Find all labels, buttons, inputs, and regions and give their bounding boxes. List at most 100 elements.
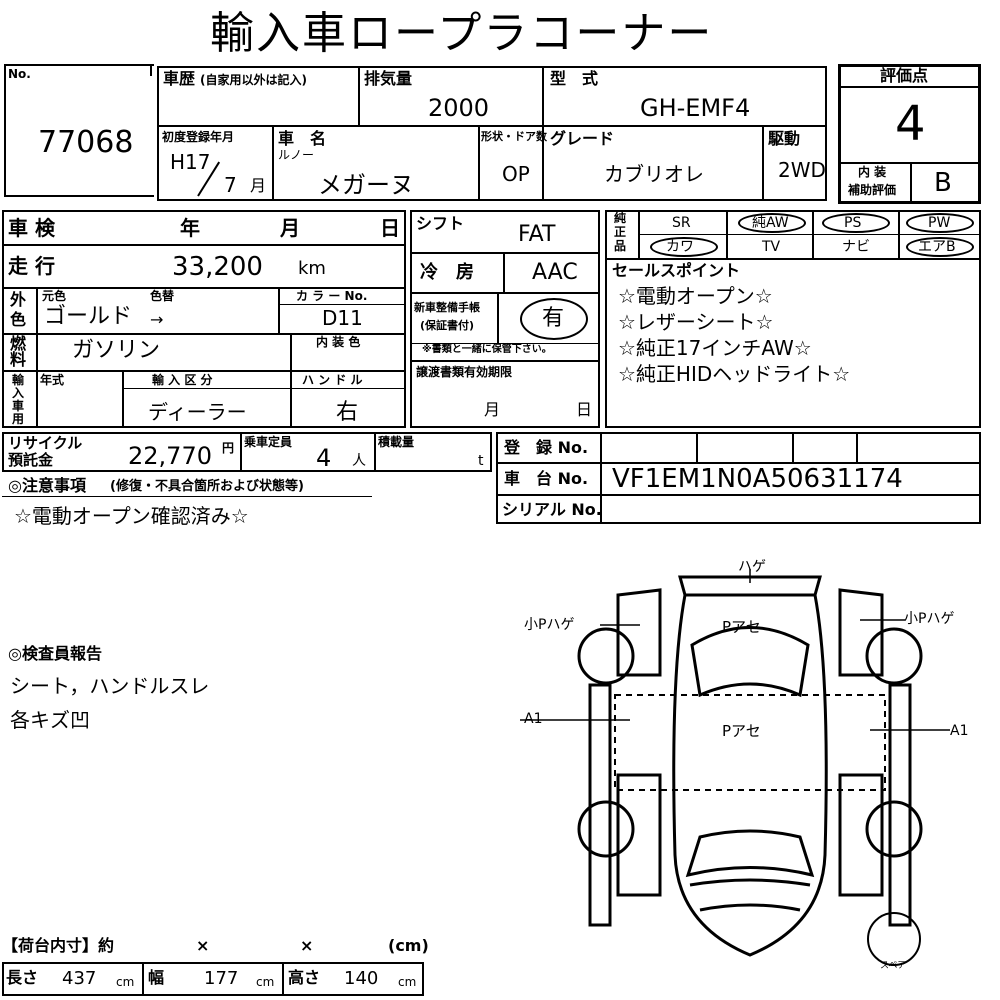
- maintenance-circle: [520, 298, 588, 340]
- sales-point-2: ☆レザーシート☆: [618, 310, 774, 334]
- capacity-unit: 人: [352, 453, 366, 469]
- diagram-hage-top: ハゲ: [738, 559, 766, 575]
- maintenance-label-2: (保証書付): [420, 319, 475, 332]
- history-label: 車歴: [163, 69, 196, 88]
- history-note: (自家用以外は記入): [200, 73, 307, 87]
- number-label: No.: [8, 67, 31, 81]
- transfer-month: 月: [484, 400, 501, 419]
- number-value: 77068: [38, 125, 134, 160]
- equip-ps: PS: [844, 215, 862, 231]
- recycle-unit: 円: [222, 441, 235, 455]
- fuel-label-2: 料: [10, 350, 27, 369]
- first-reg-label: 初度登録年月: [162, 130, 235, 144]
- color-no-value: D11: [322, 306, 363, 330]
- handle-value: 右: [336, 400, 359, 425]
- import-label-4: 用: [12, 412, 25, 426]
- drive-value: 2WD: [778, 158, 826, 182]
- equipment-label-3: 品: [614, 239, 627, 253]
- first-reg-month-unit: 月: [250, 176, 267, 195]
- equipment-label-1: 純: [614, 211, 627, 225]
- shift-label: シフト: [416, 214, 465, 233]
- first-reg-year: H17: [170, 150, 211, 174]
- sales-points-label: セールスポイント: [612, 261, 741, 280]
- inspector-line-2: 各キズ凹: [10, 708, 90, 732]
- diagram-a1-right: A1: [950, 723, 969, 739]
- notes-sub: (修復・不具合箇所および状態等): [110, 479, 304, 494]
- equip-aw: 純AW: [752, 215, 789, 231]
- diagram-spare: スペア: [880, 961, 907, 971]
- ext-color-label-1: 外: [10, 290, 27, 309]
- sales-point-3: ☆純正17インチAW☆: [618, 336, 812, 360]
- height-value: 140: [344, 968, 379, 989]
- cargo-x1: ×: [196, 936, 210, 955]
- recycle-label-2: 預託金: [8, 451, 54, 469]
- interior-value: B: [934, 168, 952, 198]
- car-damage-diagram: [520, 569, 950, 966]
- chassis-value: VF1EM1N0A50631174: [612, 464, 903, 494]
- maintenance-label-1: 新車整備手帳: [414, 301, 480, 314]
- inspection-year: 年: [180, 216, 200, 240]
- diagram-small-p-left: 小Pハゲ: [524, 617, 575, 633]
- cargo-unit: (cm): [388, 936, 429, 955]
- import-label-3: 車: [12, 399, 25, 413]
- grade-label: グレード: [550, 129, 615, 148]
- handle-label: ハ ン ド ル: [302, 373, 363, 387]
- ext-color-label-2: 色: [10, 310, 27, 329]
- length-label: 長さ: [6, 968, 39, 987]
- load-unit: t: [478, 453, 484, 469]
- page-title: 輸入車ロープラコーナー: [210, 8, 714, 59]
- notes-value: ☆電動オープン確認済み☆: [14, 504, 249, 528]
- diagram-a1-left: A1: [524, 711, 543, 727]
- import-label-2: 入: [12, 386, 25, 400]
- equip-tv: TV: [762, 239, 781, 255]
- inspector-line-1: シート，ハンドルスレ: [10, 674, 210, 698]
- inspection-label: 車 検: [8, 216, 55, 240]
- shape-door-value: OP: [502, 162, 530, 186]
- mileage-unit: km: [298, 258, 326, 279]
- inspector-label: ◎検査員報告: [8, 644, 102, 663]
- aircon-value: AAC: [532, 260, 578, 285]
- cargo-x2: ×: [300, 936, 314, 955]
- recycle-label-1: リサイクル: [8, 434, 83, 452]
- serial-label: シリアル No.: [502, 500, 602, 519]
- model-value: GH-EMF4: [640, 94, 751, 122]
- equip-pw: PW: [928, 215, 951, 231]
- length-value: 437: [62, 968, 97, 989]
- maintenance-note: ※書類と一緒に保管下さい。: [422, 344, 552, 355]
- orig-color-label: 元色: [42, 289, 67, 303]
- load-label: 積載量: [378, 435, 415, 449]
- sales-point-4: ☆純正HIDヘッドライト☆: [618, 362, 851, 386]
- displacement-label: 排気量: [364, 69, 413, 88]
- import-category-label: 輸 入 区 分: [152, 373, 213, 387]
- change-color-label: 色替: [150, 289, 175, 303]
- grade-value: カブリオレ: [604, 162, 704, 186]
- width-unit: cm: [256, 975, 275, 989]
- mileage-label: 走 行: [8, 254, 55, 278]
- aircon-label: 冷 房: [420, 262, 474, 283]
- equip-sr: SR: [672, 215, 691, 231]
- displacement-value: 2000: [428, 94, 490, 122]
- equip-leather: カワ: [666, 239, 694, 255]
- car-name-label: 車 名: [278, 129, 327, 148]
- sales-point-1: ☆電動オープン☆: [618, 284, 773, 308]
- recycle-value: 22,770: [128, 442, 212, 470]
- equip-airbag: エアB: [918, 239, 956, 255]
- diagram-pase-rear: Pアセ: [722, 618, 761, 636]
- maintenance-value: 有: [542, 306, 565, 331]
- diagram-small-p-right: 小Pハゲ: [904, 611, 955, 627]
- height-label: 高さ: [288, 968, 321, 987]
- chassis-label: 車 台 No.: [504, 469, 589, 488]
- color-no-label: カ ラ ー No.: [296, 289, 368, 303]
- capacity-value: 4: [316, 444, 332, 472]
- interior-color-label: 内 装 色: [316, 335, 361, 349]
- interior-label-1: 内 装: [858, 165, 887, 179]
- height-unit: cm: [398, 975, 417, 989]
- car-maker: ルノー: [278, 148, 315, 162]
- length-unit: cm: [116, 975, 135, 989]
- capacity-label: 乗車定員: [244, 435, 293, 449]
- width-label: 幅: [148, 968, 165, 987]
- inspection-month: 月: [280, 216, 300, 240]
- registration-label: 登 録 No.: [504, 438, 589, 457]
- width-value: 177: [204, 968, 239, 989]
- equip-navi: ナビ: [842, 239, 870, 255]
